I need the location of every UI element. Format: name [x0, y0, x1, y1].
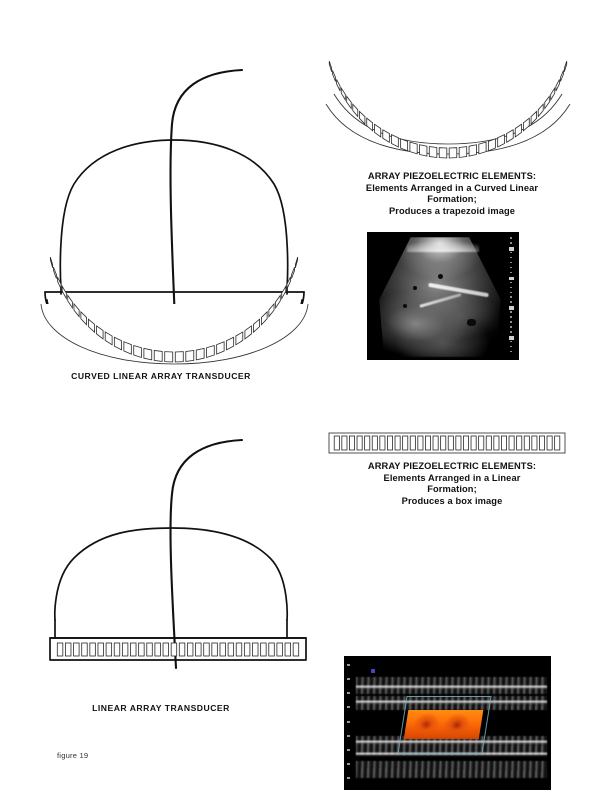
- linear-desc-line-2: Elements Arranged in a Linear: [383, 472, 521, 483]
- linear-desc-line-4: Produces a box image: [401, 495, 503, 506]
- linear-desc-line-1: ARRAY PIEZOELECTRIC ELEMENTS:: [367, 461, 537, 471]
- fascia-line-4: [356, 752, 547, 758]
- doppler-scan-area: [344, 656, 551, 790]
- transducer-cable-icon: [169, 68, 244, 348]
- tissue-echo-texture: [379, 237, 501, 358]
- linear-array-elements: [56, 642, 300, 657]
- depth-scale: [507, 237, 514, 355]
- anechoic-structure-3: [403, 303, 408, 308]
- curved-desc-line-3: Formation;: [427, 194, 477, 205]
- trapezoid-ultrasound-image: [367, 232, 519, 360]
- tissue-layer-posterior: [356, 760, 547, 778]
- anechoic-structure-2: [412, 285, 417, 290]
- linear-transducer-label: LINEAR ARRAY TRANSDUCER: [92, 703, 230, 713]
- fascia-line-2: [356, 700, 547, 706]
- curved-array-description: ARRAY PIEZOELECTRIC ELEMENTS: Elements A…: [336, 171, 568, 217]
- linear-array-transducer-icon: [16, 420, 316, 680]
- box-color-doppler-image: [344, 656, 551, 790]
- focus-marker-icon: [370, 669, 375, 674]
- linear-array-description: ARRAY PIEZOELECTRIC ELEMENTS: Elements A…: [336, 461, 568, 507]
- sector-scan-area: [367, 232, 519, 360]
- anechoic-structure-1: [438, 274, 444, 280]
- figure-caption: figure 19: [57, 751, 89, 760]
- curved-desc-line-2: Elements Arranged in a Curved Linear: [365, 182, 539, 193]
- curved-desc-line-1: ARRAY PIEZOELECTRIC ELEMENTS:: [367, 171, 537, 181]
- fascia-line-1: [356, 685, 547, 691]
- curved-array-elements: [49, 256, 299, 363]
- near-field-arc: [406, 237, 480, 253]
- curved-linear-array-transducer-icon: [16, 28, 316, 365]
- color-flow-region: [403, 709, 483, 740]
- linear-strip-elements: [333, 435, 561, 451]
- curved-array-strip-icon: [322, 61, 574, 160]
- linear-array-strip-icon: [328, 432, 566, 454]
- curved-strip-elements: [328, 61, 568, 159]
- anechoic-structure-4: [467, 319, 477, 327]
- doppler-depth-ticks: [347, 664, 352, 782]
- fascia-line-3: [356, 740, 547, 746]
- curved-transducer-label: CURVED LINEAR ARRAY TRANSDUCER: [71, 371, 251, 381]
- linear-desc-line-3: Formation;: [427, 484, 477, 495]
- curved-desc-line-4: Produces a trapezoid image: [388, 205, 516, 216]
